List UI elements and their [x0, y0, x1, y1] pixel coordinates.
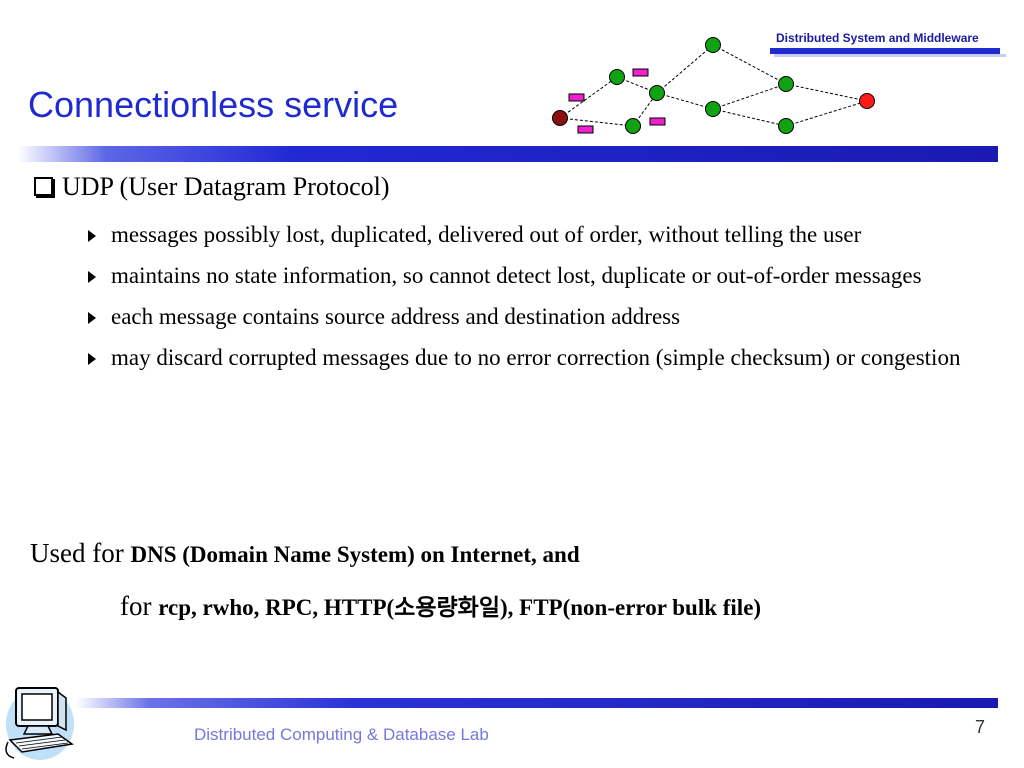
arrow-bullet-icon: [88, 230, 96, 242]
arrow-bullet-icon: [88, 312, 96, 324]
footer-divider-bar: [76, 698, 998, 708]
sub-bullet-list: messages possibly lost, duplicated, deli…: [88, 218, 998, 382]
usage-line-1: Used for DNS (Domain Name System) on Int…: [30, 538, 580, 569]
sub-bullet-text: each message contains source address and…: [111, 304, 681, 329]
computer-clipart-icon: [5, 687, 74, 760]
header-rule: [770, 48, 1000, 54]
usage-line-1-lead: Used for: [30, 538, 131, 568]
sub-bullet-text: may discard corrupted messages due to no…: [111, 345, 961, 370]
sub-bullet-item: each message contains source address and…: [88, 300, 998, 334]
main-bullet-text: UDP (User Datagram Protocol): [62, 172, 390, 201]
packet-network-icon: [552, 37, 875, 134]
main-bullet: UDP (User Datagram Protocol): [34, 172, 390, 202]
usage-line-2: for rcp, rwho, RPC, HTTP(소용량화일), FTP(non…: [120, 588, 761, 622]
title-divider-bar: [18, 146, 998, 162]
arrow-bullet-icon: [88, 353, 96, 365]
checkbox-bullet-icon: [34, 177, 53, 196]
sub-bullet-item: maintains no state information, so canno…: [88, 259, 998, 293]
usage-line-2-lead: for: [120, 591, 159, 621]
sub-bullet-item: may discard corrupted messages due to no…: [88, 341, 998, 375]
usage-line-2-protocols: rcp, rwho, RPC, HTTP(소용량화일), FTP(non-err…: [158, 595, 762, 620]
sub-bullet-text: maintains no state information, so canno…: [111, 263, 922, 288]
page-number: 7: [975, 717, 986, 737]
slide-title: Connectionless service: [28, 84, 399, 125]
usage-line-1-protocols: DNS (Domain Name System) on Internet, an…: [130, 542, 580, 567]
footer-lab-name: Distributed Computing & Database Lab: [194, 725, 489, 744]
arrow-bullet-icon: [88, 271, 96, 283]
course-label: Distributed System and Middleware: [776, 31, 979, 45]
sub-bullet-item: messages possibly lost, duplicated, deli…: [88, 218, 998, 252]
header-rule-shadow: [774, 54, 1006, 57]
sub-bullet-text: messages possibly lost, duplicated, deli…: [111, 222, 862, 247]
